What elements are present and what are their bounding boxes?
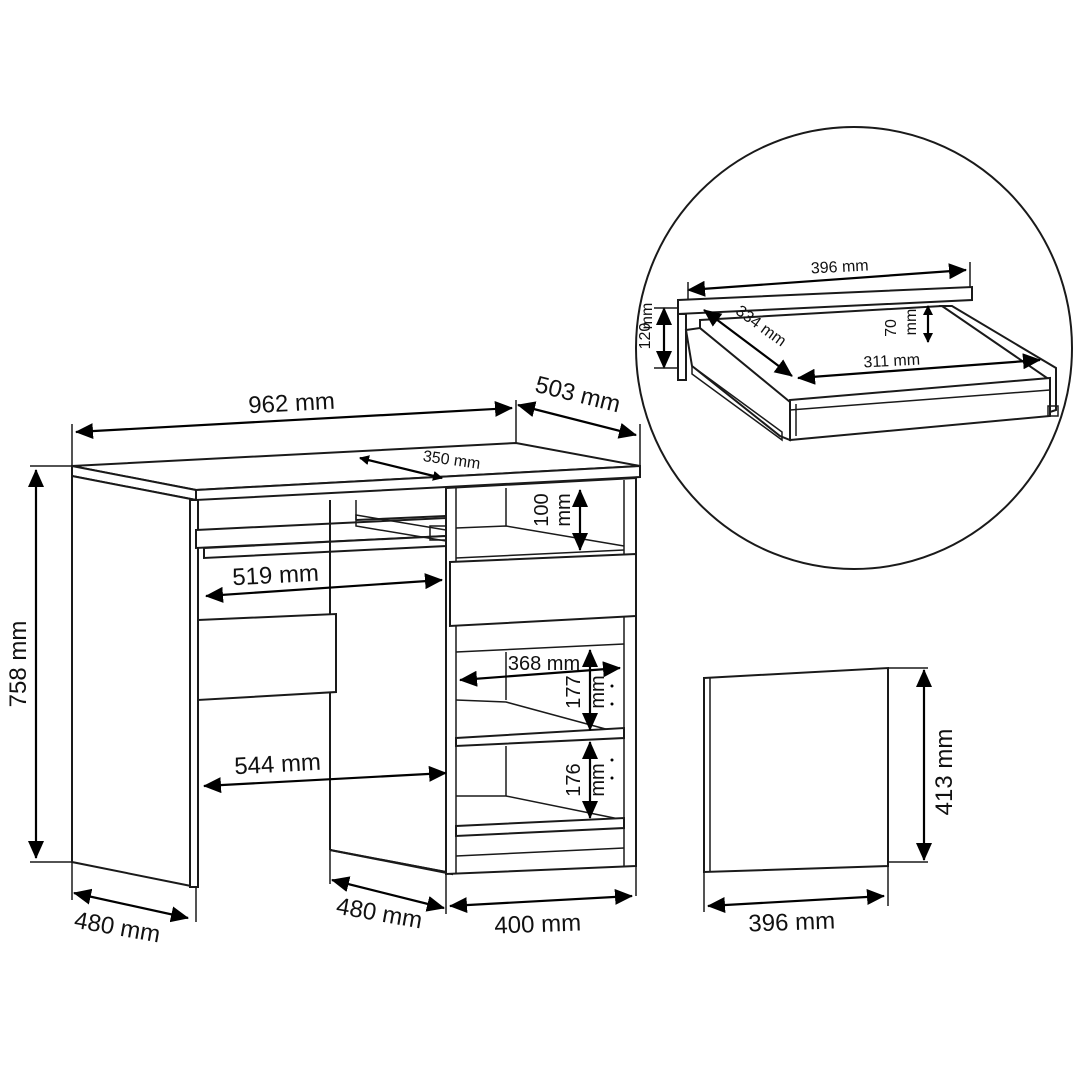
right-drawer-front xyxy=(449,552,637,628)
label-upper-shelf-unit: mm xyxy=(587,675,609,708)
dim-line-knee-width xyxy=(203,765,447,794)
dim-line-drawer-inner-depth xyxy=(703,309,793,377)
label-lower-shelf-value: 176 xyxy=(563,763,585,796)
label-tray-width: 519 mm xyxy=(232,560,320,592)
dim-line-left-depth xyxy=(73,888,189,923)
shelf-1 xyxy=(455,726,625,748)
left-drawer-front xyxy=(197,612,337,702)
desktop-side-edge xyxy=(195,464,641,502)
label-lower-shelf-unit: mm xyxy=(587,763,609,796)
label-drawer-outer-width: 396 mm xyxy=(810,258,869,278)
label-knee-width: 544 mm xyxy=(234,749,322,781)
label-drawer-inner-height-value: 70 xyxy=(883,319,900,337)
left-side-panel xyxy=(71,474,197,889)
dim-line-tray-width xyxy=(205,573,443,603)
door-detail: 413 mm 396 mm xyxy=(703,666,958,938)
detail-circle xyxy=(635,126,1073,570)
label-shelf-width: 368 mm xyxy=(508,653,580,675)
label-upper-shelf-value: 177 xyxy=(563,675,585,708)
drawer-runner xyxy=(691,364,783,442)
dim-line-drawer-outer-width xyxy=(687,263,967,297)
label-cabinet-width: 400 mm xyxy=(494,909,582,939)
label-desk-width: 962 mm xyxy=(248,388,336,420)
drawer-detail: 396 mm 334 mm 70 mm 311 mm 120 mm xyxy=(635,126,1073,570)
label-door-height: 413 mm xyxy=(931,729,958,816)
dim-line-cabinet-width xyxy=(449,888,633,914)
dim-line-width xyxy=(75,400,513,440)
label-top-compartment-value: 100 xyxy=(531,493,553,526)
label-drawer-front-height-value: 120 xyxy=(637,323,654,350)
label-drawer-front-height-unit: mm xyxy=(639,303,656,330)
label-desk-height: 758 mm xyxy=(5,621,32,708)
dim-line-tray-depth xyxy=(359,455,443,481)
dim-line-center-depth xyxy=(331,876,445,912)
keyboard-tray xyxy=(195,514,447,560)
dim-line-depth xyxy=(517,401,637,439)
dim-line-door-width xyxy=(707,888,885,914)
shelf-2 xyxy=(455,816,625,838)
label-drawer-inner-width: 311 mm xyxy=(863,352,920,372)
label-left-depth: 480 mm xyxy=(72,907,162,949)
dim-line-drawer-inner-width xyxy=(797,353,1041,385)
center-side-panel xyxy=(329,499,453,876)
label-door-width: 396 mm xyxy=(748,907,836,937)
door-panel xyxy=(703,666,889,874)
label-top-compartment-unit: mm xyxy=(553,493,575,526)
label-drawer-inner-height-unit: mm xyxy=(903,309,920,336)
left-side-panel-edge xyxy=(189,499,199,888)
